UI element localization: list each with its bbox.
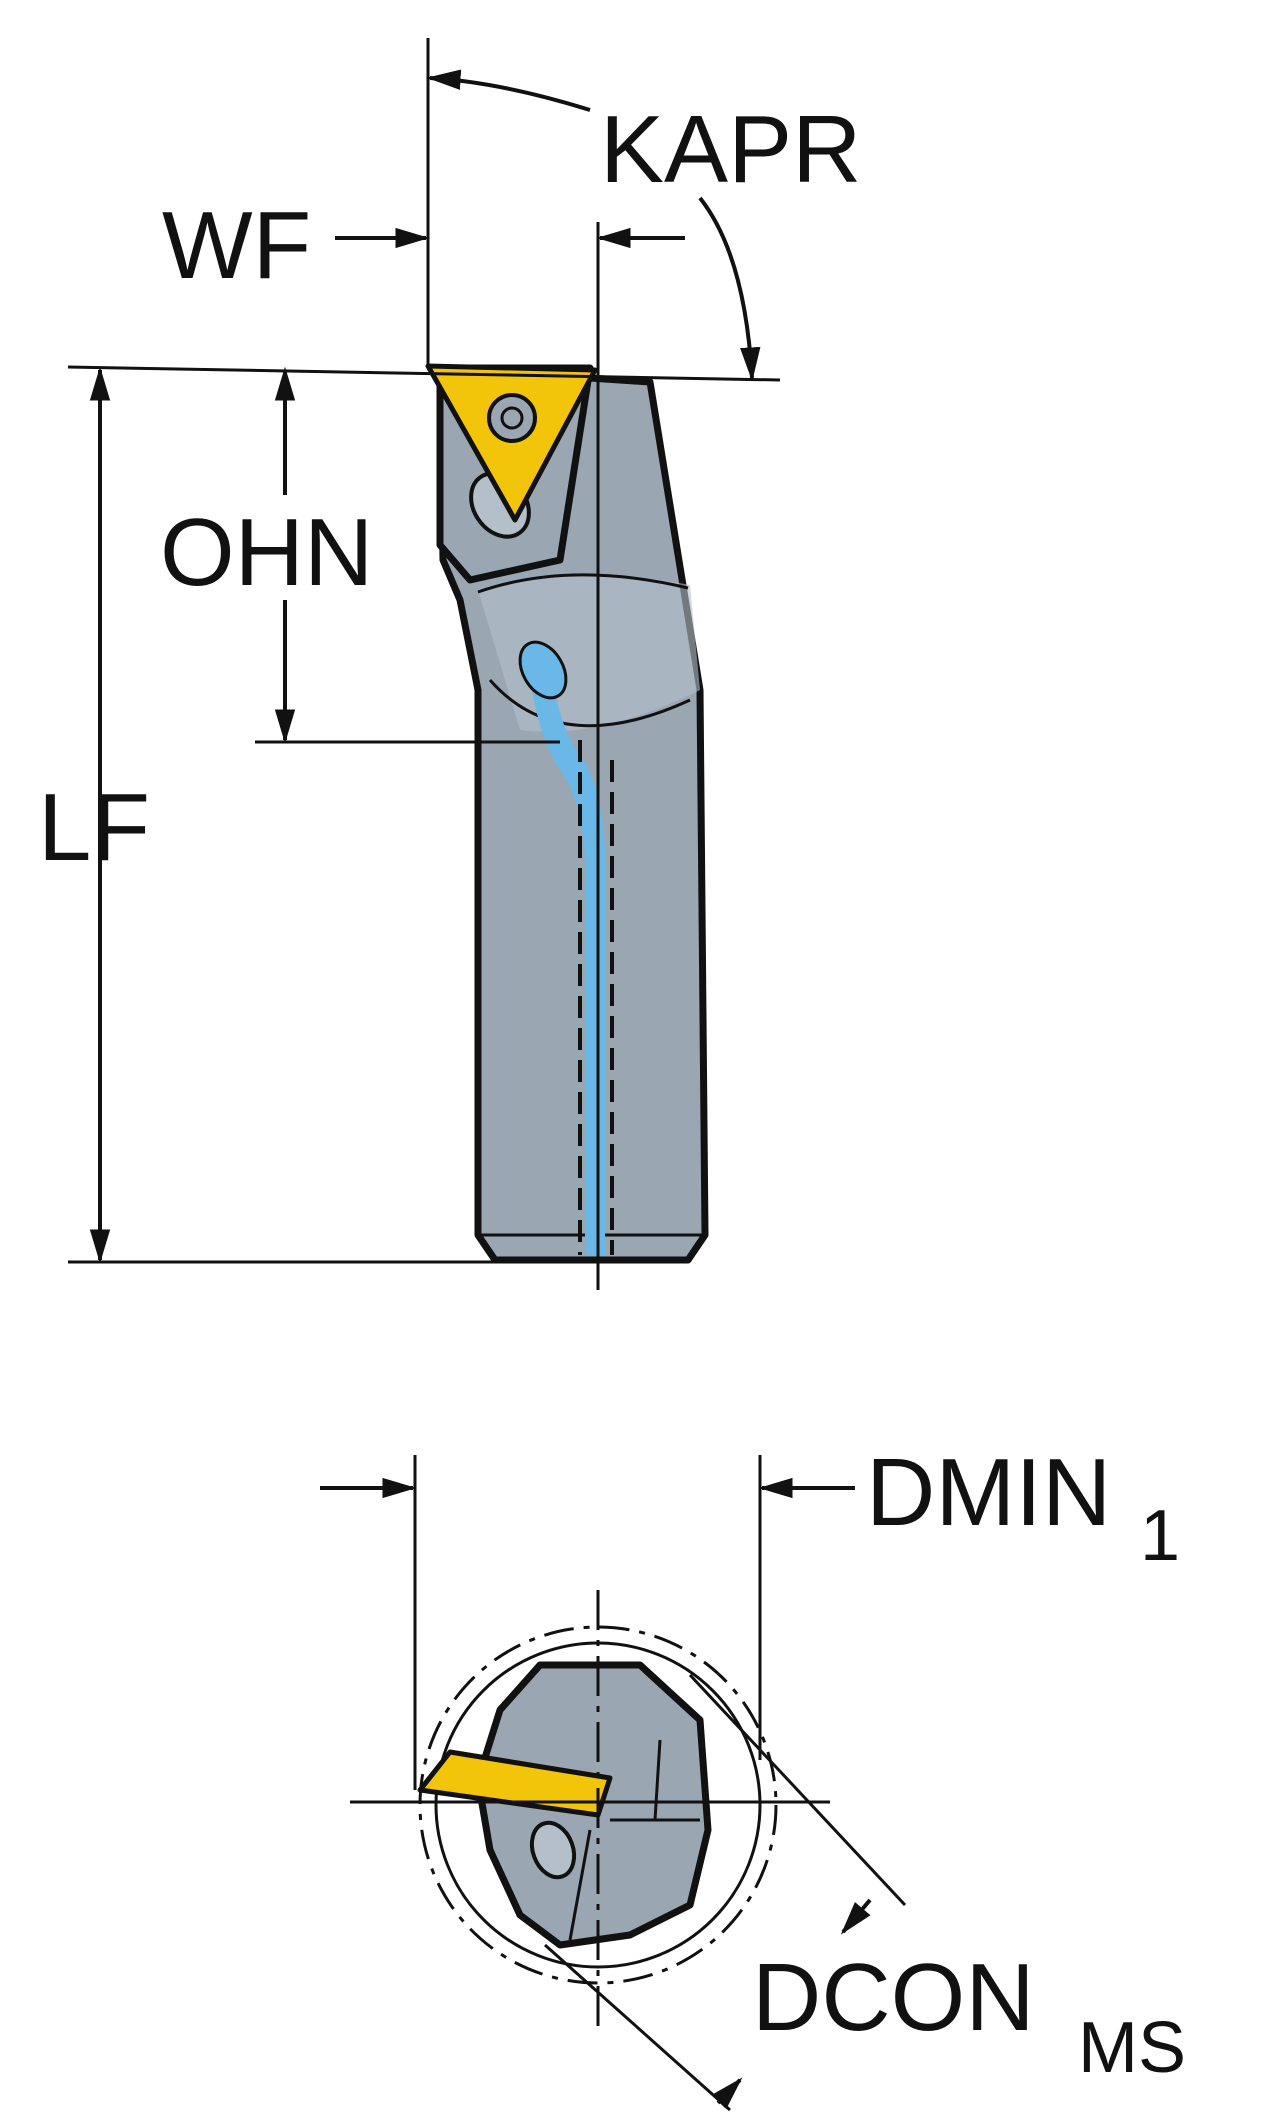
dcon-arrow-top bbox=[840, 1898, 872, 1935]
section-line-a bbox=[653, 1739, 662, 1821]
kapr-label: KAPR bbox=[600, 96, 861, 203]
insert-screw-icon bbox=[487, 393, 537, 443]
lf-label: LF bbox=[38, 774, 150, 881]
lf-top-extension bbox=[67, 365, 781, 382]
wf-label: WF bbox=[162, 192, 311, 299]
dcon-extension-bottom bbox=[544, 1943, 731, 2112]
dcon-subscript: MS bbox=[1078, 2008, 1186, 2088]
triangular-insert bbox=[425, 363, 598, 523]
dcon-arrow-bottom bbox=[711, 2077, 743, 2110]
insert-section bbox=[417, 1749, 613, 1818]
dmin-subscript: 1 bbox=[1140, 1496, 1180, 1576]
section-line-c bbox=[568, 1829, 592, 1941]
insert-screw-torx-icon bbox=[500, 406, 524, 430]
dcon-outer-circle bbox=[418, 1625, 778, 1985]
kapr-arc-right bbox=[698, 196, 761, 382]
ohn-label: OHN bbox=[160, 499, 373, 606]
dmin-label: DMIN bbox=[866, 1439, 1111, 1546]
end-view: DMIN 1 DCON MS bbox=[320, 1439, 1186, 2112]
side-view: KAPR WF OHN LF bbox=[38, 38, 861, 1290]
section-screw-icon bbox=[529, 1820, 577, 1880]
dcon-extension-top bbox=[688, 1673, 907, 1907]
neck-curve bbox=[488, 679, 691, 728]
neck-edge bbox=[477, 573, 689, 594]
coolant-outlet bbox=[518, 640, 568, 700]
kapr-arc-left bbox=[426, 69, 591, 112]
dcon-label: DCON bbox=[752, 1944, 1035, 2051]
coolant-channel bbox=[530, 660, 605, 1255]
